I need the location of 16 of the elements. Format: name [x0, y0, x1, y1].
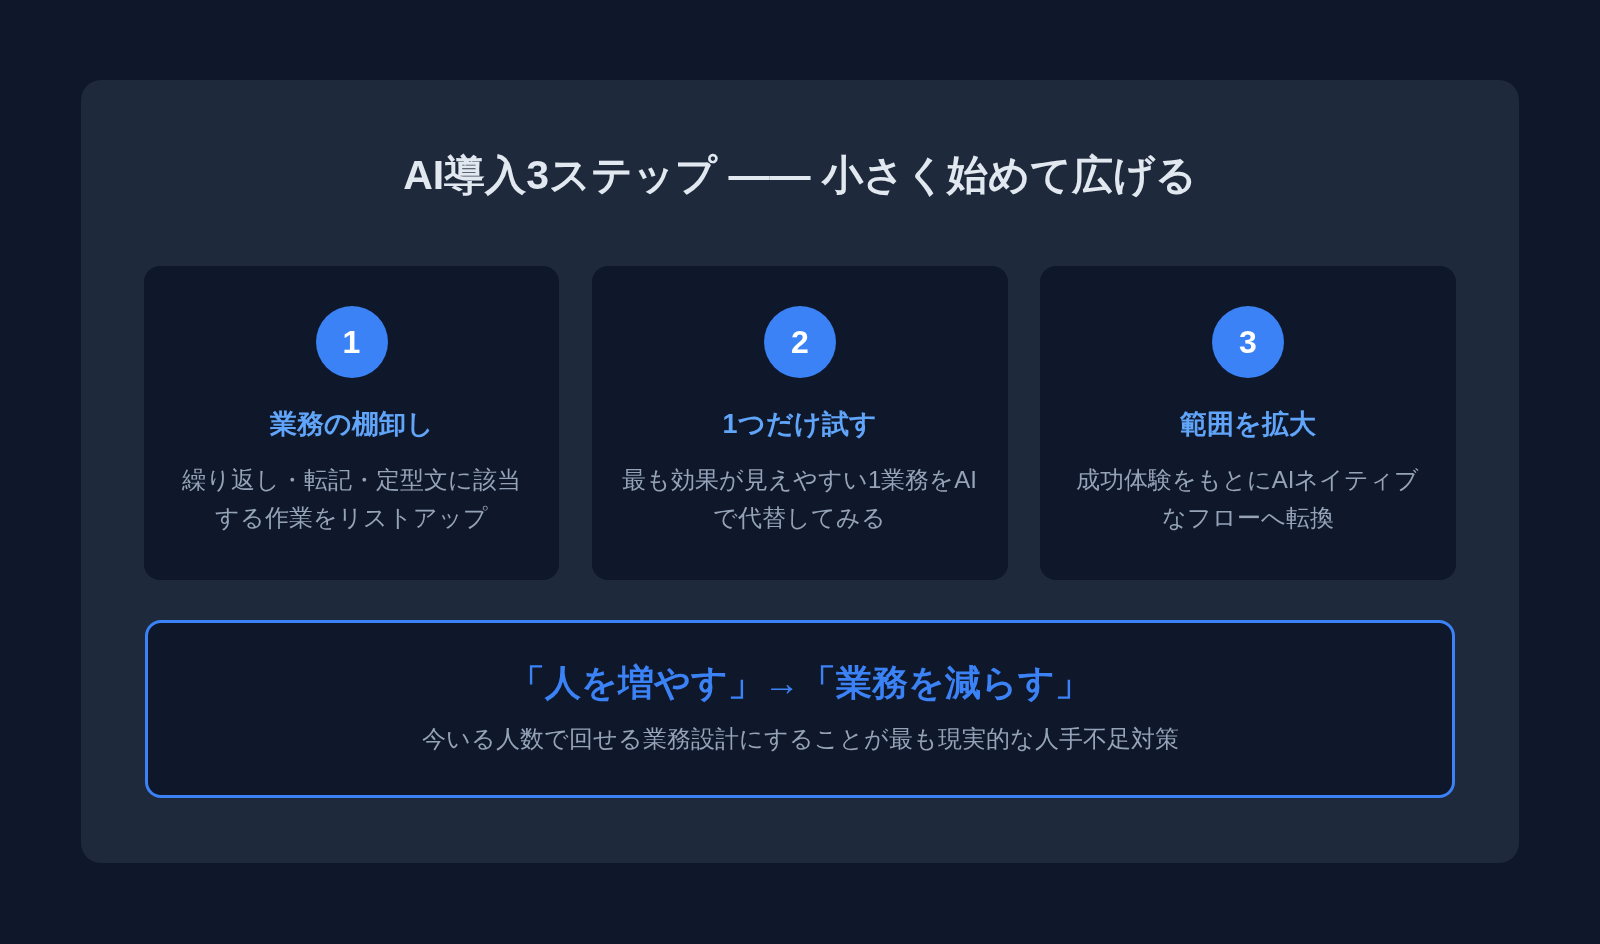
summary-heading: 「人を増やす」→「業務を減らす」 — [508, 661, 1092, 705]
step-number: 1 — [341, 323, 362, 361]
step-heading: 1つだけ試す — [721, 408, 878, 441]
step-card — [144, 266, 559, 580]
step-card — [592, 266, 1008, 580]
diagram-title: AI導入3ステップ —— 小さく始めて広げる — [402, 151, 1198, 200]
step-heading: 業務の棚卸し — [268, 408, 435, 441]
step-card — [1040, 266, 1456, 580]
summary-box — [145, 620, 1455, 798]
summary-text: 今いる人数で回せる業務設計にすることが最も現実的な人手不足対策 — [420, 724, 1180, 754]
step-description: 成功体験をもとにAIネイティブなフローへ転換 — [1074, 465, 1421, 533]
step-description: 最も効果が見えやすい1業務をAIで代替してみる — [621, 465, 978, 533]
step-number: 3 — [1238, 323, 1258, 361]
step-number: 2 — [790, 323, 810, 361]
step-description: 繰り返し・転記・定型文に該当する作業をリストアップ — [181, 465, 522, 533]
step-heading: 範囲を拡大 — [1178, 408, 1317, 441]
